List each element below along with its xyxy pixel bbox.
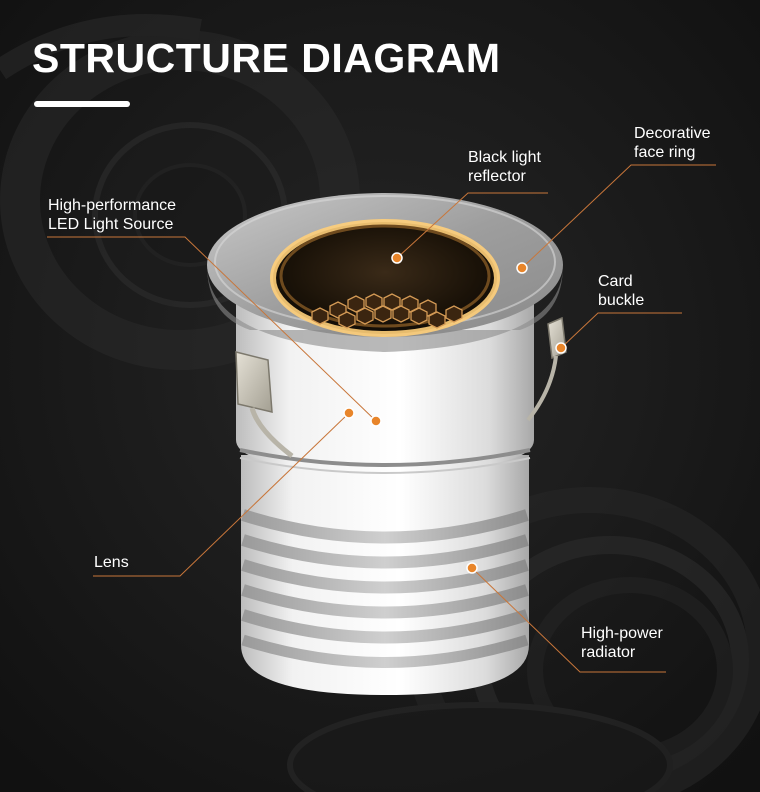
marker-black-light-reflector [391,252,403,264]
marker-lens [343,407,355,419]
leader-line-decorative-face-ring [521,164,716,269]
page-title: STRUCTURE DIAGRAM [32,35,501,81]
honeycomb-lens [311,293,463,329]
label-high-power-radiator: High-power radiator [581,625,663,661]
leader-line-high-power-radiator [471,567,666,673]
leader-line-lens [93,412,350,577]
title-underline [34,101,130,107]
label-lens: Lens [94,554,129,571]
marker-decorative-face-ring [516,262,528,274]
marker-high-power-radiator [466,562,478,574]
leader-line-black-light-reflector [396,192,548,259]
label-led-light-source: High-performance LED Light Source [48,197,177,233]
leader-line-card-buckle [560,312,682,349]
left-card-buckle [235,351,294,458]
marker-led-light-source [370,415,382,427]
radiator-body [241,455,529,695]
label-decorative-face-ring: Decorative face ring [634,125,711,161]
label-black-light-reflector: Black light reflector [468,149,541,185]
label-card-buckle: Card buckle [598,273,645,309]
marker-card-buckle [555,342,567,354]
leader-line-led-light-source [47,236,377,422]
light-opening [270,219,500,337]
